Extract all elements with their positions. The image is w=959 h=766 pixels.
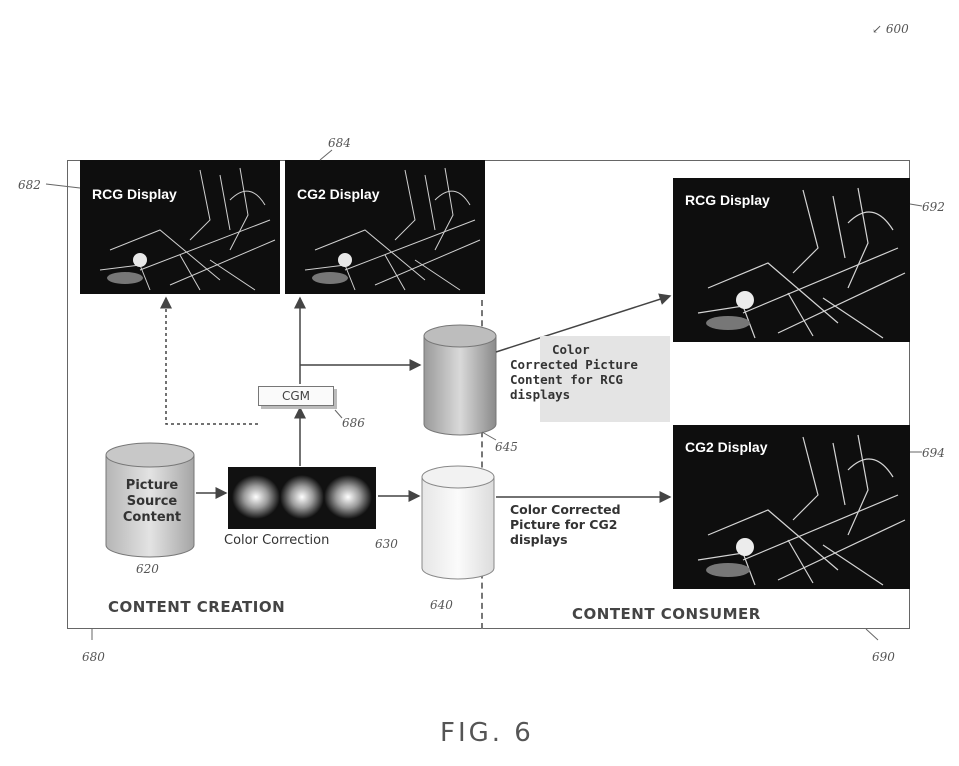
scene-image xyxy=(697,187,906,339)
content-creation-heading: CONTENT CREATION xyxy=(108,598,286,616)
cg2-label-line: displays xyxy=(510,532,568,547)
figure-reference-600: ↙ 600 xyxy=(872,22,909,36)
ref-694: 694 xyxy=(922,446,945,460)
rcg-label-background xyxy=(540,336,670,422)
system-frame xyxy=(67,160,910,629)
ref-680: 680 xyxy=(82,650,105,664)
content-consumer-heading: CONTENT CONSUMER xyxy=(572,605,761,623)
figure-title: FIG. 6 xyxy=(440,718,534,748)
ref-686: 686 xyxy=(342,416,365,430)
scene-image xyxy=(697,434,906,586)
cg2-label-line: Color Corrected xyxy=(510,502,621,517)
ref-692: 692 xyxy=(922,200,945,214)
ref-630: 630 xyxy=(375,537,398,551)
color-correction-label: Color Correction xyxy=(224,533,330,548)
leader-690 xyxy=(865,628,879,641)
rcg-content-label: Color Corrected Picture Content for RCG … xyxy=(510,342,675,402)
figure-number: 600 xyxy=(885,22,909,36)
cg2-content-label: Color Corrected Picture for CG2 displays xyxy=(510,502,670,547)
leader-684 xyxy=(319,149,333,161)
rcg-label-line: Corrected Picture xyxy=(510,357,638,372)
creation-rcg-display: RCG Display xyxy=(80,160,280,294)
panel-label: RCG Display xyxy=(92,186,177,202)
scene-image xyxy=(304,167,481,291)
correction-blobs xyxy=(232,475,372,519)
consumer-cg2-display: CG2 Display xyxy=(673,425,910,589)
rcg-label-line: Color xyxy=(552,342,590,357)
creation-consumer-divider xyxy=(481,300,483,629)
panel-label: RCG Display xyxy=(685,192,770,208)
ref-684: 684 xyxy=(328,136,351,150)
rcg-label-line: Content for RCG xyxy=(510,372,623,387)
figure-arrow-icon: ↙ xyxy=(872,22,883,36)
cg2-label-line: Picture for CG2 xyxy=(510,517,618,532)
panel-label: CG2 Display xyxy=(297,186,380,202)
consumer-rcg-display: RCG Display xyxy=(673,178,910,342)
color-correction-image xyxy=(228,467,376,529)
rcg-label-line: displays xyxy=(510,387,571,402)
scene-image xyxy=(99,167,276,291)
cgm-box: CGM xyxy=(258,386,334,406)
ref-620: 620 xyxy=(136,562,159,576)
ref-682: 682 xyxy=(18,178,41,192)
picture-source-line: Picture xyxy=(125,478,179,493)
leader-692 xyxy=(909,203,923,207)
ref-640: 640 xyxy=(430,598,453,612)
creation-cg2-display: CG2 Display xyxy=(285,160,485,294)
picture-source-line: Content xyxy=(122,510,182,525)
ref-645: 645 xyxy=(495,440,518,454)
picture-source-line: Source xyxy=(126,494,178,509)
picture-source-label: Picture Source Content xyxy=(112,478,192,526)
ref-690: 690 xyxy=(872,650,895,664)
panel-label: CG2 Display xyxy=(685,439,768,455)
